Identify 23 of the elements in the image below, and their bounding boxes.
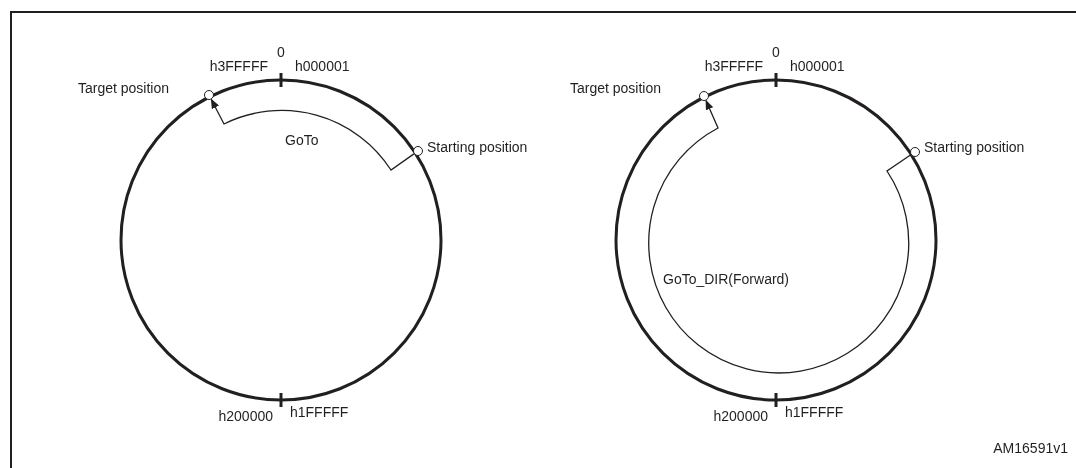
figure-id: AM16591v1 xyxy=(993,440,1068,456)
position-value: h3FFFFF xyxy=(704,58,763,74)
position-value: h3FFFFF xyxy=(209,58,268,74)
edge-label: GoTo xyxy=(285,132,319,148)
position-marker xyxy=(413,146,423,156)
position-marker xyxy=(910,147,920,157)
edge-label: GoTo_DIR(Forward) xyxy=(663,271,790,287)
position-value: h200000 xyxy=(713,408,768,424)
position-label: Starting position xyxy=(924,139,1025,155)
position-label: Target position xyxy=(78,80,170,96)
position-marker xyxy=(204,90,214,100)
position-value: h1FFFFF xyxy=(785,404,844,420)
arrow xyxy=(648,99,912,374)
position-label: Starting position xyxy=(427,139,528,155)
tick-label: 0 xyxy=(277,44,285,60)
position-value: h200000 xyxy=(218,408,273,424)
position-value: h000001 xyxy=(790,58,845,74)
position-value: h000001 xyxy=(295,58,350,74)
arrow xyxy=(210,98,415,171)
tick-label: 0 xyxy=(772,44,780,60)
position-value: h1FFFFF xyxy=(290,404,349,420)
position-label: Target position xyxy=(570,80,662,96)
position-marker xyxy=(699,91,709,101)
